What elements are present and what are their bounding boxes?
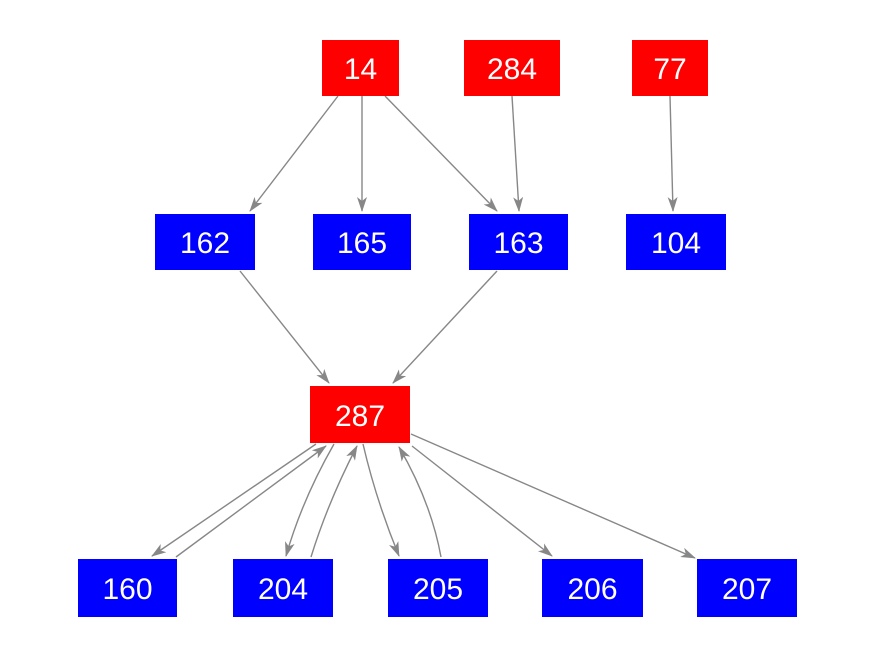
edge-14-163 <box>384 95 498 212</box>
node-205[interactable]: 205 <box>388 559 488 617</box>
node-label: 14 <box>343 53 378 86</box>
node-label: 165 <box>336 227 388 260</box>
node-label: 287 <box>334 399 386 433</box>
node-77[interactable]: 77 <box>632 40 708 96</box>
edge-287-207 <box>410 433 696 559</box>
node-163[interactable]: 163 <box>469 214 568 270</box>
node-label: 162 <box>179 227 231 260</box>
edge-160-287 <box>175 445 327 558</box>
node-14[interactable]: 14 <box>322 40 399 96</box>
edge-204-287 <box>310 445 358 558</box>
edge-287-160 <box>151 443 317 557</box>
node-label: 284 <box>486 53 538 86</box>
node-287[interactable]: 287 <box>310 386 410 443</box>
edge-163-287 <box>392 270 498 384</box>
node-label: 204 <box>257 573 309 606</box>
node-label: 77 <box>653 53 687 86</box>
node-162[interactable]: 162 <box>155 214 255 270</box>
node-204[interactable]: 204 <box>233 559 333 617</box>
node-104[interactable]: 104 <box>626 214 726 270</box>
node-label: 206 <box>567 573 618 606</box>
edge-162-287 <box>239 270 330 384</box>
node-label: 205 <box>412 573 464 606</box>
node-label: 163 <box>493 227 544 260</box>
node-207[interactable]: 207 <box>697 559 797 617</box>
node-165[interactable]: 165 <box>313 214 411 270</box>
edge-287-205 <box>362 443 400 557</box>
node-label: 104 <box>650 227 702 260</box>
node-label: 207 <box>721 573 773 606</box>
edge-287-206 <box>411 445 553 557</box>
node-284[interactable]: 284 <box>464 40 560 96</box>
edge-284-163 <box>511 95 524 212</box>
edge-14-162 <box>249 95 339 212</box>
node-206[interactable]: 206 <box>542 559 643 617</box>
edge-77-104 <box>667 95 678 212</box>
edge-205-287 <box>398 446 442 558</box>
edge-287-204 <box>285 443 335 557</box>
node-160[interactable]: 160 <box>78 559 177 617</box>
node-label: 160 <box>102 573 153 606</box>
